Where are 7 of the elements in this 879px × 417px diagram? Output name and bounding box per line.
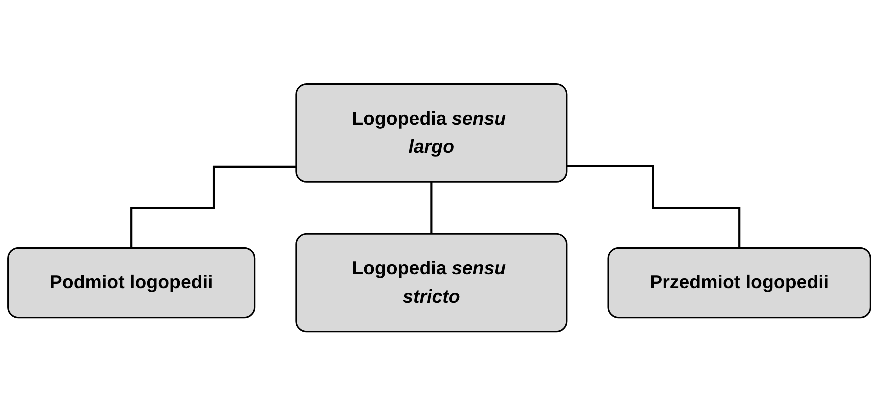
node-box: Podmiot logopedii xyxy=(8,248,256,320)
node-box: Przedmiot logopedii xyxy=(608,248,872,320)
connector xyxy=(130,166,296,250)
node-box: Logopedia sensu stricto xyxy=(296,234,568,334)
connector xyxy=(566,165,741,250)
node-box: Logopedia sensu largo xyxy=(296,84,568,184)
connector xyxy=(430,181,433,236)
